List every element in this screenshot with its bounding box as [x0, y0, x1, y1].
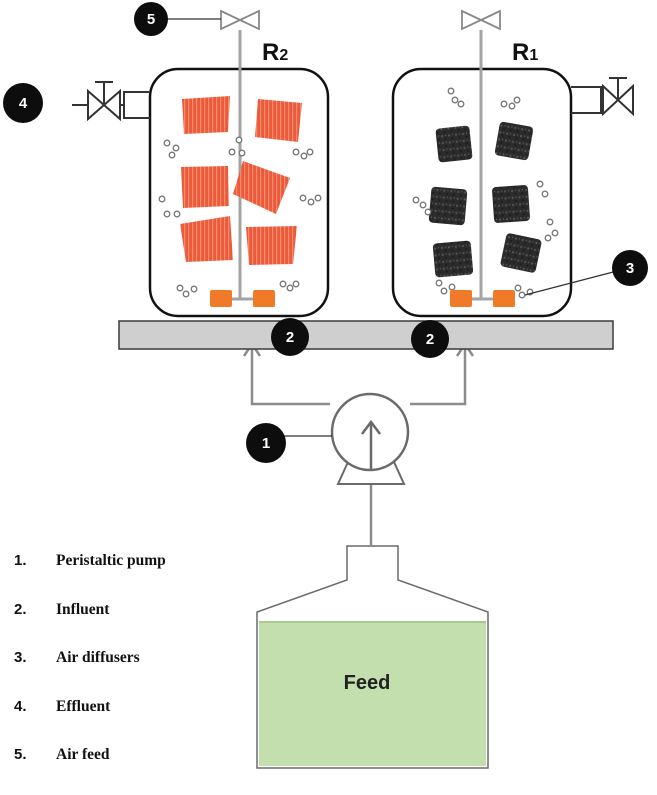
reactor-r2-label: R2 — [262, 39, 288, 66]
platform — [118, 320, 614, 350]
svg-text:2: 2 — [286, 329, 294, 346]
svg-text:4: 4 — [19, 95, 28, 112]
bioreactor-diagram: Feed — [3, 2, 648, 769]
air-bubbles — [412, 87, 559, 299]
reactor-r1-label: R1 — [512, 39, 538, 66]
feed-label: Feed — [344, 672, 391, 694]
air-diffusers — [450, 290, 515, 307]
reactor-r1: R1 — [391, 30, 573, 318]
air-feed-valve-r1 — [461, 9, 501, 31]
marker-2-r2: 2 — [271, 318, 309, 356]
legend-item: 3.Air diffusers — [14, 649, 140, 666]
marker-5: 5 — [134, 2, 168, 36]
air-feed-valve-r2 — [220, 9, 260, 31]
svg-text:5: 5 — [147, 11, 155, 28]
svg-text:3: 3 — [626, 260, 634, 277]
svg-text:1: 1 — [262, 435, 270, 452]
legend-item: 2.Influent — [14, 600, 110, 618]
legend-item: 4.Effluent — [14, 697, 111, 715]
legend: 1.Peristaltic pump 2.Influent 3.Air diff… — [14, 552, 244, 795]
air-diffusers — [210, 290, 275, 307]
marker-2-r1: 2 — [411, 320, 449, 358]
marker-3: 3 — [612, 250, 648, 286]
marker-1: 1 — [246, 423, 286, 463]
carrier-black — [428, 121, 542, 278]
feed-liquid — [259, 622, 486, 766]
effluent-valve-r1 — [571, 77, 634, 117]
legend-item: 1.Peristaltic pump — [14, 552, 166, 569]
peristaltic-pump — [330, 392, 410, 485]
air-bubbles — [158, 136, 322, 298]
svg-text:2: 2 — [426, 331, 434, 348]
reactor-r2: R2 — [148, 30, 330, 318]
feed-bottle: Feed — [256, 545, 489, 769]
effluent-valve-r2 — [72, 81, 150, 122]
callout-leaders — [166, 18, 618, 437]
legend-item: 5.Air feed — [14, 746, 110, 763]
carrier-red — [180, 96, 302, 265]
marker-4: 4 — [3, 83, 43, 123]
